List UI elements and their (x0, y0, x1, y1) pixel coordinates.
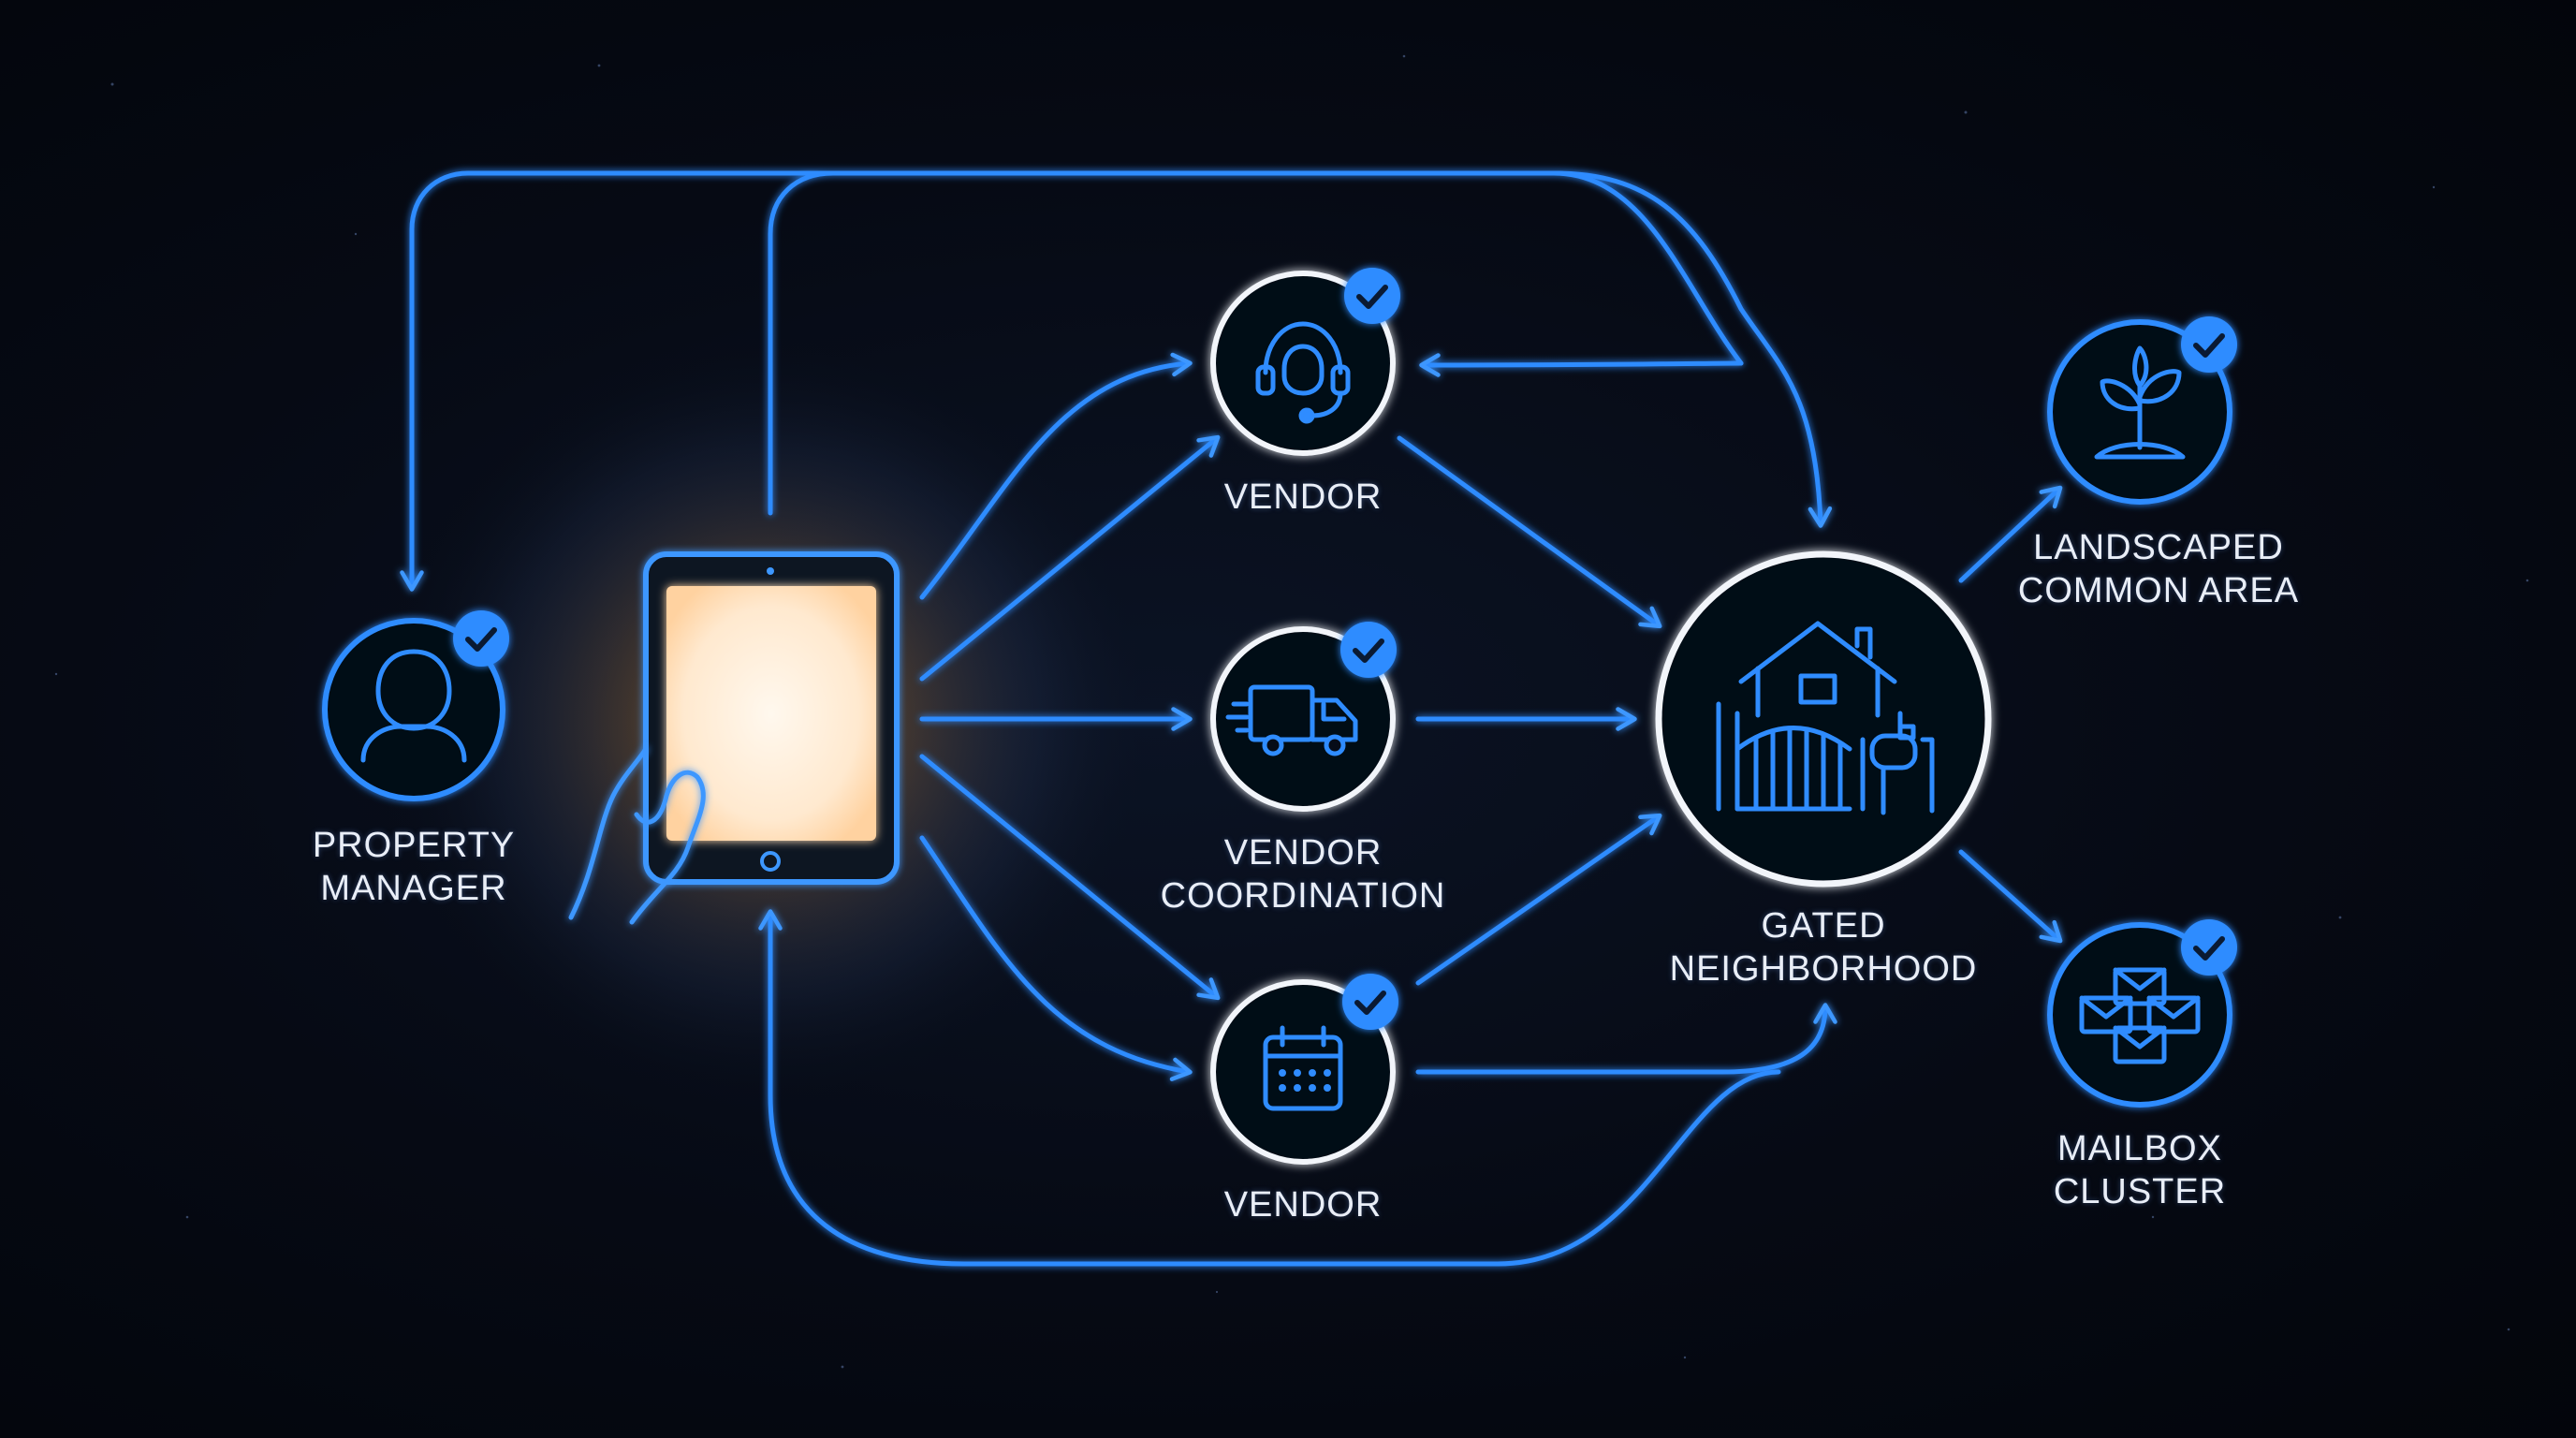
label-vendor-support: VENDOR (1181, 476, 1425, 519)
label-line: LANDSCAPED (2033, 528, 2284, 567)
label-mailbox-cluster: MAILBOX CLUSTER (2018, 1127, 2261, 1213)
envelopes-icon (2079, 967, 2201, 1064)
verified-badge-icon (453, 610, 509, 667)
label-line: COMMON AREA (2017, 571, 2300, 610)
connector-tablet-to-vendor-schedule-upper (919, 754, 1221, 1001)
node-vendor-support[interactable] (1210, 268, 1400, 456)
verified-badge-icon (1340, 622, 1397, 678)
label-gated-neighborhood: GATED NEIGHBORHOOD (1655, 904, 1992, 990)
headset-icon (1255, 321, 1351, 424)
node-mailbox-cluster[interactable] (2047, 919, 2237, 1108)
node-gated-neighborhood[interactable] (1655, 550, 1992, 888)
connector-vendor-schedule-to-gated-bottom (1415, 1003, 1837, 1075)
label-line: MANAGER (320, 869, 507, 908)
house-gate-mailbox-icon (1716, 621, 1935, 815)
connector-gated-to-mailbox (1958, 849, 2063, 944)
label-line: NEIGHBORHOOD (1669, 949, 1978, 989)
node-vendor-schedule[interactable] (1210, 974, 1398, 1165)
label-line: PROPERTY (312, 826, 516, 865)
calendar-dots (1279, 1069, 1331, 1092)
node-property-manager[interactable] (322, 610, 509, 801)
delivery-truck-icon (1225, 684, 1358, 756)
connector-bottom-loop (758, 909, 1781, 1267)
calendar-icon (1263, 1025, 1343, 1111)
connector-vendor-schedule-to-gated (1415, 813, 1662, 986)
label-vendor-schedule: VENDOR (1181, 1183, 1425, 1226)
verified-badge-icon (2181, 919, 2237, 976)
verified-badge-icon (1344, 268, 1400, 324)
label-line: GATED (1761, 906, 1886, 946)
label-line: COORDINATION (1160, 876, 1446, 916)
connector-gated-to-landscaped (1958, 485, 2063, 583)
connector-tablet-to-vendor-support-upper (919, 352, 1193, 600)
label-line: VENDOR (1223, 477, 1383, 517)
person-icon (360, 649, 467, 763)
node-tablet[interactable] (568, 551, 900, 925)
node-vendor-coordination[interactable] (1210, 622, 1397, 812)
connector-tablet-to-vendor-schedule-lower (919, 835, 1193, 1081)
connector-gated-to-vendor-support (1419, 353, 1744, 377)
hand-icon (568, 746, 706, 925)
connector-vendor-support-to-gated (1397, 435, 1662, 629)
background-stars (54, 54, 2529, 1369)
label-line: MAILBOX (2057, 1129, 2222, 1168)
label-line: VENDOR (1223, 1185, 1383, 1225)
connectors (400, 170, 2063, 1267)
sprout-icon (2094, 345, 2186, 460)
label-vendor-coordination: VENDOR COORDINATION (1144, 831, 1462, 917)
connector-tablet-to-vendor-support-lower (919, 434, 1221, 682)
label-property-manager: PROPERTY MANAGER (292, 824, 535, 910)
verified-badge-icon (2181, 316, 2237, 373)
label-landscaped-common-area: LANDSCAPED COMMON AREA (1990, 526, 2327, 612)
node-landscaped-common-area[interactable] (2047, 316, 2237, 505)
label-line: CLUSTER (2053, 1172, 2227, 1211)
label-line: VENDOR (1223, 833, 1383, 873)
verified-badge-icon (1342, 974, 1398, 1030)
connector-tablet-to-gated (768, 170, 1833, 528)
